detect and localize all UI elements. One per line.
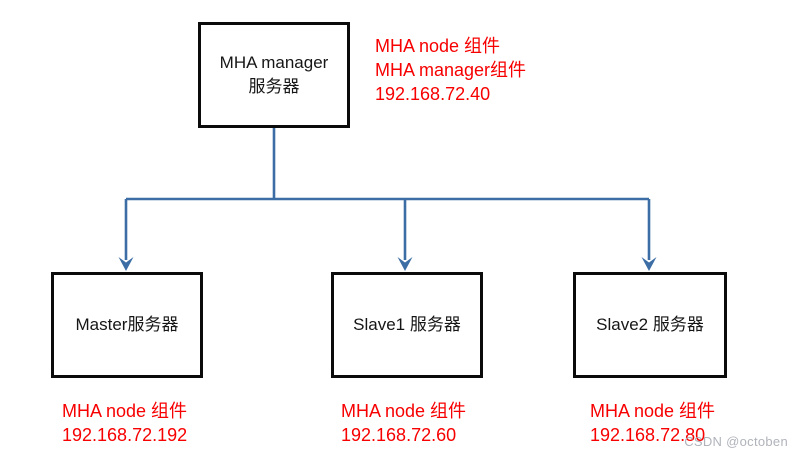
manager-annotation-line3: 192.168.72.40	[375, 84, 491, 104]
slave1-annotation: MHA node 组件 192.168.72.60	[341, 399, 466, 447]
manager-server-label-line2: 服务器	[248, 77, 300, 96]
slave2-annotation: MHA node 组件 192.168.72.80	[590, 399, 715, 447]
slave1-annotation-line2: 192.168.72.60	[341, 425, 457, 445]
manager-server-label: MHA manager 服务器	[201, 51, 347, 99]
manager-annotation-line2: MHA manager组件	[375, 60, 527, 80]
slave2-annotation-line2: 192.168.72.80	[590, 425, 706, 445]
master-annotation-line2: 192.168.72.192	[62, 425, 188, 445]
slave2-server-box: Slave2 服务器	[573, 272, 727, 378]
manager-server-box: MHA manager 服务器	[198, 22, 350, 128]
slave2-server-label: Slave2 服务器	[596, 315, 704, 335]
arrowhead-right-icon	[641, 257, 657, 271]
manager-annotation-line1: MHA node 组件	[375, 36, 501, 56]
slave1-server-label: Slave1 服务器	[353, 315, 461, 335]
master-server-label: Master服务器	[75, 315, 179, 335]
arrowhead-middle-icon	[397, 257, 413, 271]
manager-annotation: MHA node 组件 MHA manager组件 192.168.72.40	[375, 34, 526, 106]
arrowhead-left-icon	[118, 257, 134, 271]
slave1-annotation-line1: MHA node 组件	[341, 401, 467, 421]
master-annotation: MHA node 组件 192.168.72.192	[62, 399, 187, 447]
master-server-box: Master服务器	[51, 272, 203, 378]
slave2-annotation-line1: MHA node 组件	[590, 401, 716, 421]
csdn-watermark: CSDN @octoben	[684, 434, 788, 449]
manager-server-label-line1: MHA manager	[219, 53, 329, 73]
master-annotation-line1: MHA node 组件	[62, 401, 188, 421]
slave1-server-box: Slave1 服务器	[331, 272, 483, 378]
